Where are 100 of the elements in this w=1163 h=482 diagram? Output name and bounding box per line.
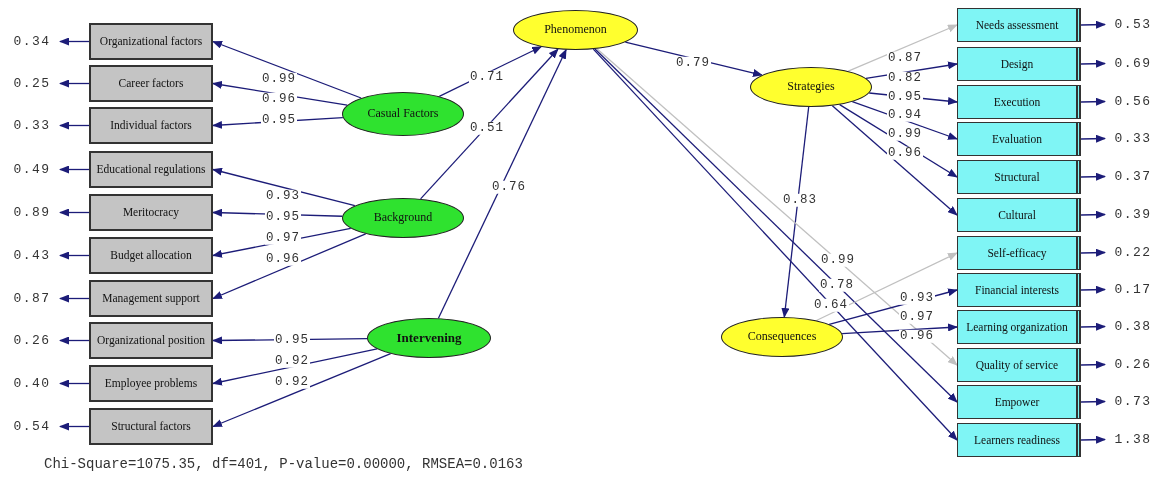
- indicator-box: Budget allocation: [89, 237, 213, 274]
- edge-label: 0.92: [274, 354, 310, 368]
- edge-label: 0.97: [265, 231, 301, 245]
- error-value: 0.33: [1105, 130, 1161, 147]
- indicator-box: Financial interests: [957, 273, 1081, 307]
- arrow: [1080, 248, 1106, 257]
- arrow: [1080, 172, 1106, 181]
- arrow: [1080, 435, 1106, 444]
- indicator-box: Educational regulations: [89, 151, 213, 188]
- arrow: [59, 79, 90, 88]
- latent-ellipse: Casual Factors: [342, 92, 464, 136]
- arrow: [59, 208, 90, 217]
- edge-label: 0.96: [265, 252, 301, 266]
- arrow: [59, 37, 90, 46]
- arrow: [59, 336, 90, 345]
- edge-label: 0.99: [887, 127, 923, 141]
- latent-ellipse: Phenomenon: [513, 10, 638, 50]
- arrow: [212, 233, 367, 300]
- error-value: 0.26: [1105, 356, 1161, 373]
- error-value: 0.33: [4, 117, 60, 134]
- arrow: [59, 121, 90, 130]
- indicator-box: Organizational factors: [89, 23, 213, 60]
- indicator-box: Career factors: [89, 65, 213, 102]
- indicator-box: Design: [957, 47, 1081, 81]
- indicator-box: Meritocracy: [89, 194, 213, 231]
- arrow: [1080, 134, 1106, 143]
- error-value: 0.38: [1105, 318, 1161, 335]
- arrow: [59, 165, 90, 174]
- arrow: [831, 105, 958, 216]
- arrow: [212, 353, 392, 428]
- edge-label: 0.78: [819, 278, 855, 292]
- indicator-box: Employee problems: [89, 365, 213, 402]
- indicator-box: Empower: [957, 385, 1081, 419]
- edge-label: 0.96: [899, 329, 935, 343]
- indicator-box: Structural factors: [89, 408, 213, 445]
- error-value: 0.87: [4, 290, 60, 307]
- error-value: 0.56: [1105, 93, 1161, 110]
- arrow: [1080, 285, 1106, 294]
- arrow: [1080, 97, 1106, 106]
- arrow: [815, 252, 958, 322]
- edge-label: 0.97: [899, 310, 935, 324]
- error-value: 0.49: [4, 161, 60, 178]
- arrow: [212, 167, 356, 207]
- error-value: 0.43: [4, 247, 60, 264]
- arrow: [59, 422, 90, 431]
- error-value: 0.40: [4, 375, 60, 392]
- edge-label: 0.93: [899, 291, 935, 305]
- edge-label: 0.71: [469, 70, 505, 84]
- error-value: 0.22: [1105, 244, 1161, 261]
- arrow: [1080, 360, 1106, 369]
- indicator-box: Learning organization: [957, 310, 1081, 344]
- indicator-box: Execution: [957, 85, 1081, 119]
- error-value: 0.54: [4, 418, 60, 435]
- indicator-box: Cultural: [957, 198, 1081, 232]
- arrow: [59, 294, 90, 303]
- indicator-box: Learners readiness: [957, 423, 1081, 457]
- arrow: [1080, 59, 1106, 68]
- error-value: 1.38: [1105, 431, 1161, 448]
- error-value: 0.26: [4, 332, 60, 349]
- error-value: 0.17: [1105, 281, 1161, 298]
- latent-ellipse: Intervening: [367, 318, 491, 358]
- indicator-box: Organizational position: [89, 322, 213, 359]
- arrow: [59, 379, 90, 388]
- indicator-box: Needs assessment: [957, 8, 1081, 42]
- indicator-box: Evaluation: [957, 122, 1081, 156]
- edge-label: 0.51: [469, 121, 505, 135]
- arrow: [1080, 20, 1106, 29]
- error-value: 0.39: [1105, 206, 1161, 223]
- arrow: [1080, 397, 1106, 406]
- latent-ellipse: Strategies: [750, 67, 872, 107]
- arrow: [1080, 322, 1106, 331]
- indicator-box: Quality of service: [957, 348, 1081, 382]
- edge-label: 0.64: [813, 298, 849, 312]
- edge-label: 0.92: [274, 375, 310, 389]
- edge-label: 0.76: [491, 180, 527, 194]
- edge-label: 0.99: [820, 253, 856, 267]
- error-value: 0.53: [1105, 16, 1161, 33]
- edge-label: 0.94: [887, 108, 923, 122]
- error-value: 0.37: [1105, 168, 1161, 185]
- arrow: [59, 251, 90, 260]
- indicator-box: Structural: [957, 160, 1081, 194]
- arrow: [1080, 210, 1106, 219]
- edge-label: 0.96: [887, 146, 923, 160]
- error-value: 0.34: [4, 33, 60, 50]
- arrow: [781, 106, 810, 318]
- arrow: [437, 48, 567, 319]
- error-value: 0.89: [4, 204, 60, 221]
- indicator-box: Individual factors: [89, 107, 213, 144]
- latent-ellipse: Background: [342, 198, 464, 238]
- arrow: [847, 24, 958, 72]
- error-value: 0.69: [1105, 55, 1161, 72]
- indicator-box: Self-efficacy: [957, 236, 1081, 270]
- arrow: [212, 40, 362, 99]
- edge-label: 0.83: [782, 193, 818, 207]
- error-value: 0.73: [1105, 393, 1161, 410]
- error-value: 0.25: [4, 75, 60, 92]
- edge-label: 0.95: [261, 113, 297, 127]
- indicator-box: Management support: [89, 280, 213, 317]
- arrow: [419, 48, 559, 200]
- latent-ellipse: Consequences: [721, 317, 843, 357]
